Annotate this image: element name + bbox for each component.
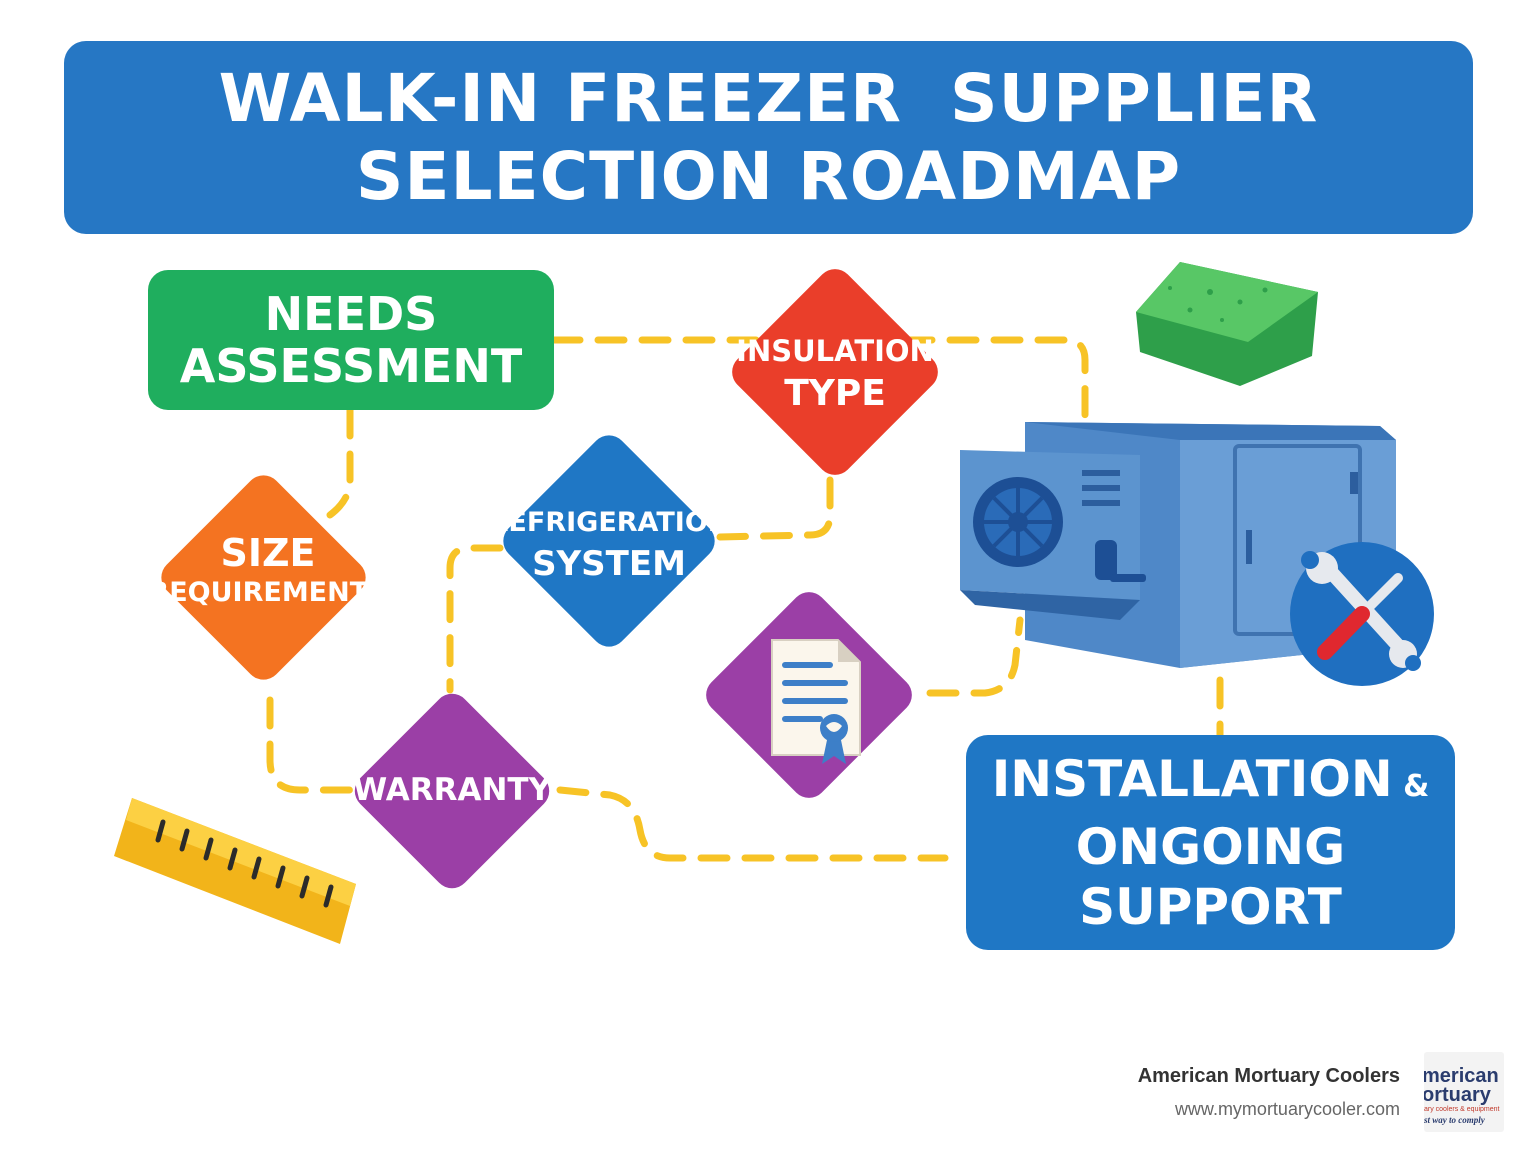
- logo-line-1: merican: [1424, 1065, 1499, 1087]
- tape-measure-icon: [114, 798, 356, 944]
- path-warranty-to-installation: [556, 786, 949, 862]
- step-insulation-label: INSULATION TYPE: [725, 328, 945, 420]
- installation-line-1: INSTALLATION &: [992, 749, 1430, 817]
- logo-line-4: st way to comply: [1424, 1115, 1485, 1125]
- company-logo: merican ortuary ary coolers & equipment …: [1424, 1052, 1504, 1132]
- step-installation-support: INSTALLATION & ONGOING SUPPORT: [966, 735, 1455, 950]
- needs-line-2: ASSESSMENT: [179, 339, 523, 393]
- size-line-1: SIZE: [220, 531, 316, 575]
- installation-amp: &: [1392, 768, 1430, 804]
- path-refrigeration-to-warranty: [446, 544, 504, 694]
- insulation-foam-icon: [1136, 262, 1318, 386]
- logo-line-3: ary coolers & equipment: [1424, 1106, 1500, 1113]
- refrigeration-line-1: REFRIGERATION: [487, 507, 731, 538]
- path-needs-to-size: [326, 406, 354, 519]
- size-line-2: REQUIREMENTS: [148, 577, 388, 608]
- tools-icon: [1290, 542, 1434, 686]
- insulation-line-2: TYPE: [784, 373, 886, 414]
- title-line-2: SELECTION ROADMAP: [355, 137, 1182, 215]
- warranty-text: WARRANTY: [352, 772, 552, 808]
- installation-word: INSTALLATION: [991, 749, 1393, 808]
- step-warranty-label: WARRANTY: [342, 760, 562, 820]
- needs-line-1: NEEDS: [264, 287, 438, 341]
- path-insulation-to-refrigeration: [716, 476, 834, 541]
- logo-line-2: ortuary: [1424, 1084, 1491, 1106]
- step-needs-assessment: NEEDS ASSESSMENT: [148, 270, 554, 410]
- title-banner: WALK-IN FREEZER SUPPLIER SELECTION ROADM…: [64, 41, 1473, 234]
- footer-company-name: American Mortuary Coolers: [1137, 1065, 1400, 1087]
- footer-website: www.mymortuarycooler.com: [1174, 1099, 1400, 1119]
- step-refrigeration-label: REFRIGERATION SYSTEM: [488, 500, 731, 590]
- title-line-1: WALK-IN FREEZER SUPPLIER: [218, 59, 1319, 137]
- installation-line-3: SUPPORT: [1079, 877, 1342, 936]
- path-certificate-to-freezer: [926, 616, 1024, 697]
- insulation-line-1: INSULATION: [736, 334, 934, 368]
- step-size-label: SIZE REQUIREMENTS: [148, 520, 388, 620]
- path-needs-to-insulation: [550, 336, 1089, 424]
- path-size-to-warranty: [266, 696, 354, 794]
- installation-line-2: ONGOING: [1075, 817, 1346, 876]
- refrigeration-line-2: SYSTEM: [532, 544, 686, 584]
